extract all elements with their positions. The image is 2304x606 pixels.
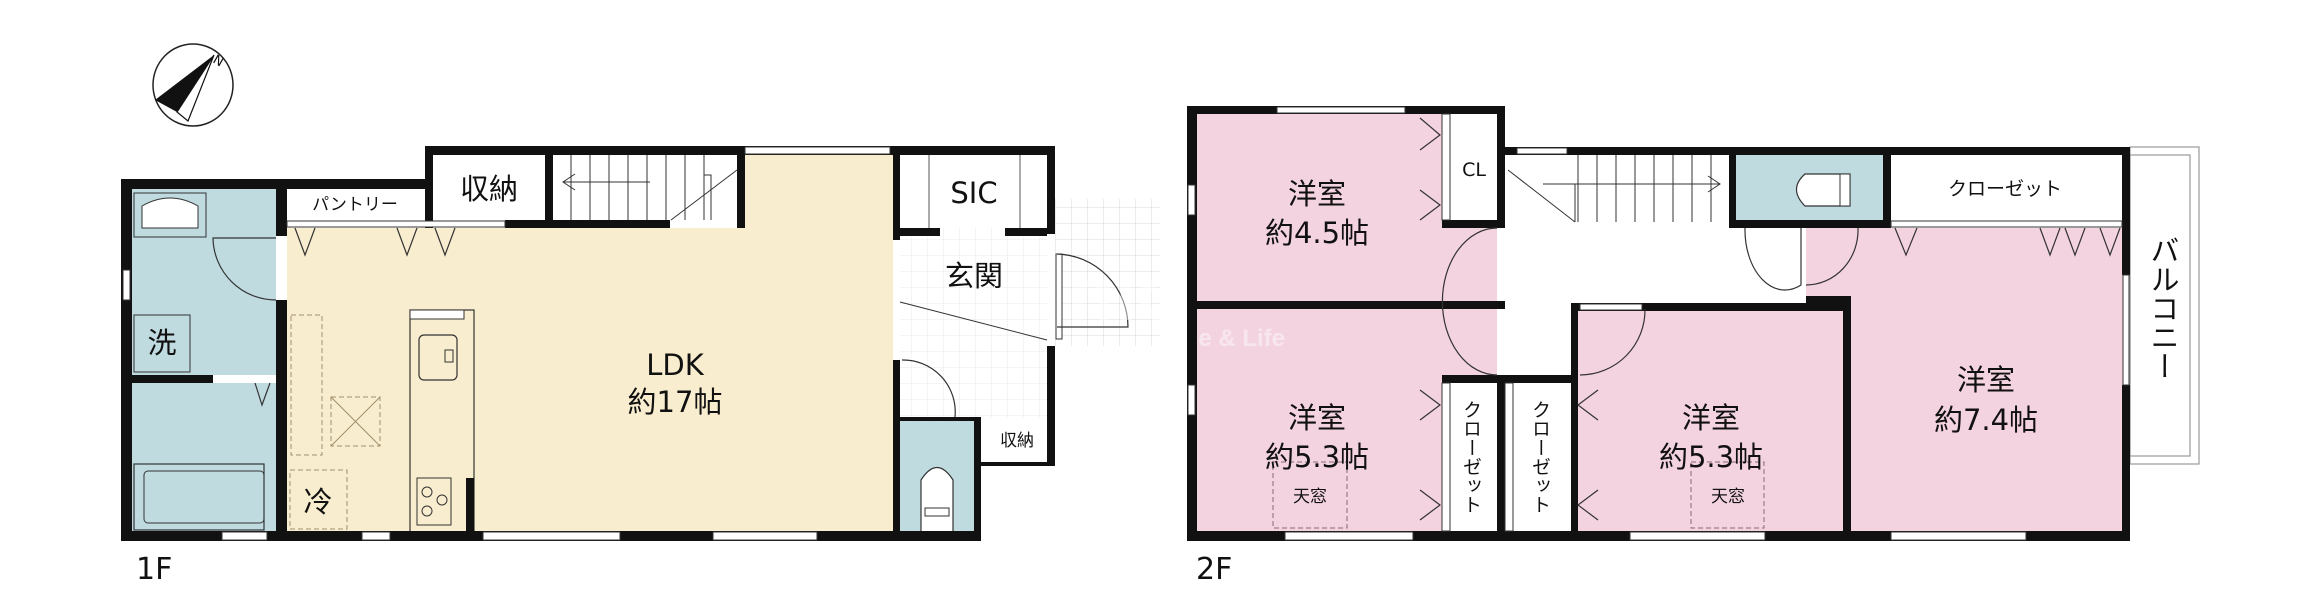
stairs-1f [562,155,738,221]
windows-1f [122,146,1063,541]
floor-label-1f: 1F [136,552,172,587]
door-swings-1f [212,227,1129,418]
room-label-small-storage: 収納 [1000,431,1034,451]
stairs-2f [1507,155,1721,223]
room-size-bedroom-c: 約5.3帖 [1659,440,1763,474]
watermark-tagline: e & Life [1198,325,1285,352]
room-label-balcony: バルコニー [2146,236,2180,381]
room-label-closet-c: クローゼット [1529,400,1551,514]
room-label-bedroom-a: 洋室 [1288,177,1346,211]
bedroom-5-3-middle [1578,311,1843,533]
room-size-bedroom-b: 約5.3帖 [1265,440,1369,474]
room-label-bedroom-d: 洋室 [1957,363,2015,397]
fridge-space [289,469,348,530]
room-label-closet-top: クローゼット [1948,178,2062,200]
watermark-logo: nic [1067,249,1180,337]
room-label-pantry: パントリー [312,195,398,215]
skylight-label-c: 天窓 [1711,487,1745,507]
washing-machine-area [133,314,191,373]
room-label-bedroom-b: 洋室 [1288,401,1346,435]
floor-label-2f: 2F [1196,552,1232,587]
door-swings-2f [1419,117,2121,521]
sink-icon [418,334,458,381]
toilet-icon [920,466,954,538]
room-size-bedroom-d: 約7.4帖 [1934,403,2038,437]
bedroom-7-4 [1847,228,2126,533]
bathroom [132,383,276,533]
porch-tiles [1055,199,1160,346]
room-size-ldk: 約17帖 [628,385,723,419]
room-label-cl: CL [1462,159,1486,181]
room-label-sic: SIC [950,176,997,210]
room-label-closet-b: クローゼット [1460,400,1482,514]
room-label-washroom: 洗 [147,326,176,360]
underfloor-storage-icon [330,396,381,447]
entrance-floor [900,228,1047,418]
skylight-left [1272,461,1348,529]
skylight-label-b: 天窓 [1293,487,1327,507]
bedroom-5-3-left [1192,309,1442,533]
floor-1: パントリー 収納 SIC 玄関 LDK 約17帖 洗 冷 収納 1F [121,146,1160,587]
cupboard-outline [290,314,323,456]
toilet-2f-icon [1795,173,1851,207]
room-size-bedroom-a: 約4.5帖 [1265,216,1369,250]
room-label-ldk: LDK [646,348,704,382]
windows-2f [1187,106,2130,541]
ldk-room [287,228,893,533]
label-fridge: 冷 [303,485,332,519]
room-label-entrance: 玄関 [945,259,1003,293]
room-label-storage: 収納 [460,172,518,206]
floor-2: 洋室 約4.5帖 CL クローゼット バルコニー 洋室 約5.3帖 天窓 クロー… [1187,106,2200,587]
bedroom-4-5 [1192,114,1442,301]
balcony [2129,146,2200,465]
compass-north-arrow-icon: N [152,43,234,127]
skylight-middle [1690,461,1765,529]
stove-icon [416,477,452,526]
room-label-bedroom-c: 洋室 [1682,401,1740,435]
